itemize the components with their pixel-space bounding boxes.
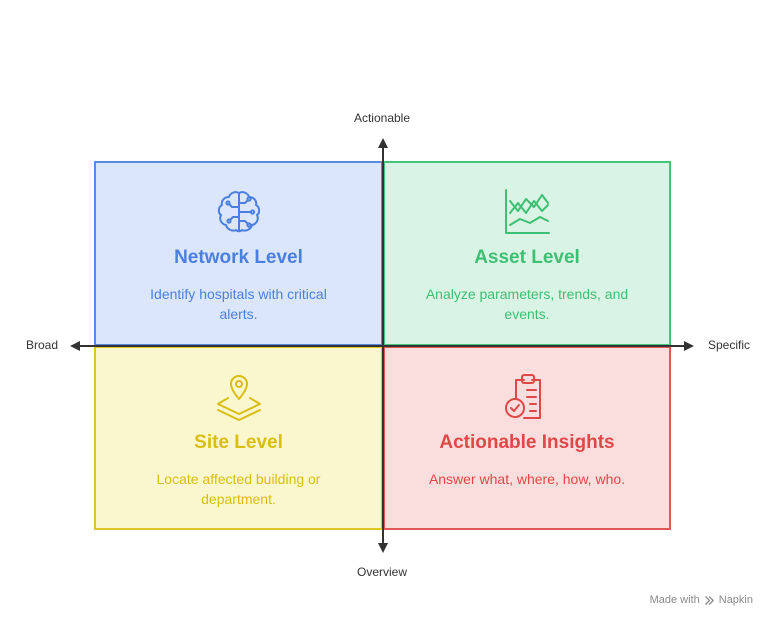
axis-label-left: Broad: [26, 338, 59, 352]
quadrant-title: Asset Level: [474, 247, 580, 268]
quadrant-description: Answer what, where, how, who.: [428, 471, 626, 487]
watermark-brand: Napkin: [718, 594, 753, 606]
quadrant-description: Analyze parameters, trends, and events.: [425, 286, 629, 322]
left-arrow-icon: [70, 341, 80, 351]
brain-circuit-icon: [214, 187, 264, 237]
quadrant-actionable-insights: Actionable Insights Answer what, where, …: [383, 346, 671, 530]
quadrant-description: Identify hospitals with critical alerts.: [150, 286, 327, 322]
right-arrow-icon: [684, 341, 694, 351]
quadrant-title: Site Level: [194, 432, 283, 453]
watermark-prefix: Made with: [649, 594, 700, 606]
axis-label-top: Actionable: [353, 111, 411, 125]
up-arrow-icon: [378, 138, 388, 148]
down-arrow-icon: [378, 543, 388, 553]
quadrant-asset-level: Asset Level Analyze parameters, trends, …: [383, 161, 671, 346]
map-pin-layers-icon: [214, 372, 264, 422]
quadrant-description: Locate affected building or department.: [156, 471, 321, 507]
axis-label-bottom: Overview: [356, 565, 407, 579]
napkin-logo-icon: [704, 595, 715, 606]
quadrant-title: Network Level: [174, 247, 303, 268]
line-chart-icon: [502, 187, 552, 237]
quadrant-network-level: Network Level Identify hospitals with cr…: [94, 161, 383, 346]
quadrant-site-level: Site Level Locate affected building or d…: [94, 346, 383, 530]
watermark: Made with Napkin: [650, 594, 753, 606]
quadrant-title: Actionable Insights: [439, 432, 615, 453]
clipboard-check-icon: [502, 372, 552, 422]
axis-label-right: Specific: [708, 338, 751, 352]
